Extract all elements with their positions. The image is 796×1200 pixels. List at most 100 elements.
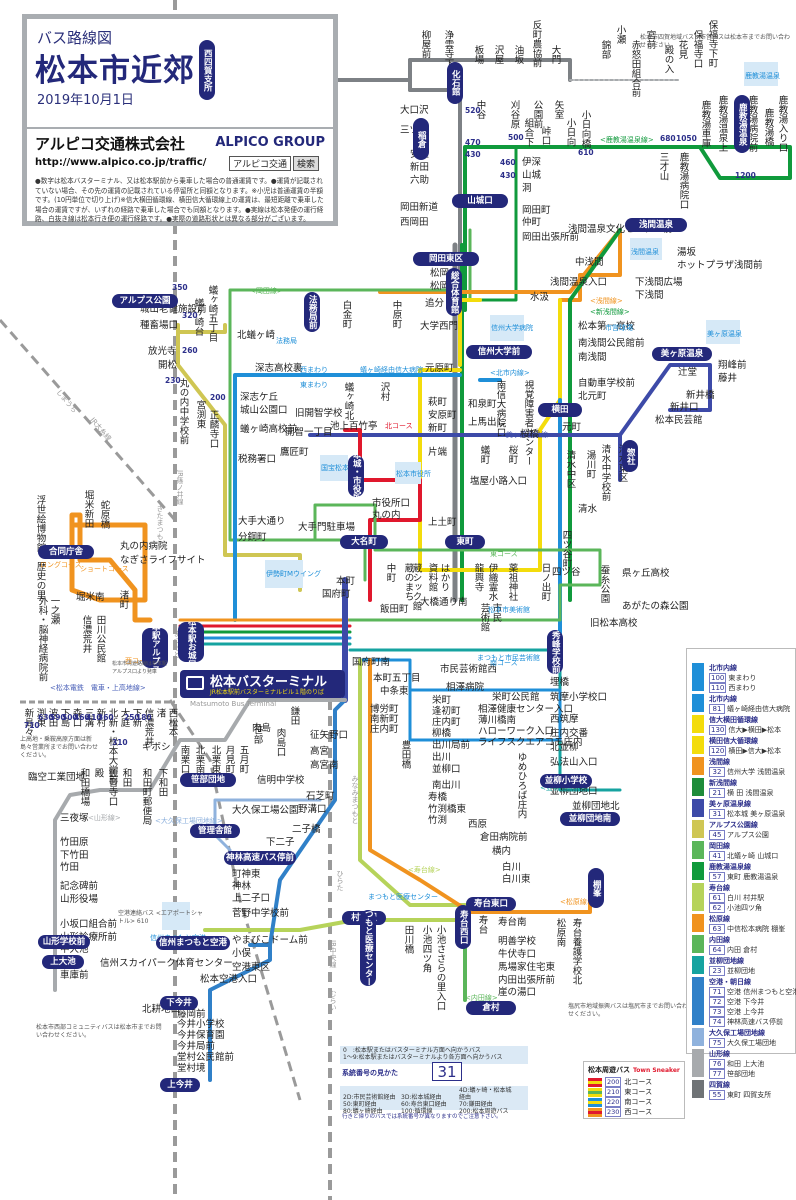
rail-label: みなみまつもと xyxy=(351,775,359,824)
stop-label: 外科・脳神経病院前 xyxy=(37,595,49,682)
stop-label: 岡田出張所前 xyxy=(522,231,579,243)
line-inakura xyxy=(474,145,518,302)
stop-label: 豊田橋 xyxy=(400,739,412,769)
line-higashi-course xyxy=(313,503,602,622)
route-number: 71 xyxy=(709,987,725,997)
course-name: 南コース xyxy=(624,1098,653,1106)
stop-label: 本町五丁目 xyxy=(373,672,421,684)
stop-label: 安原町 xyxy=(428,409,457,421)
stop-label: 蚕糸公園 xyxy=(599,565,611,604)
stop-label: 西筑摩 xyxy=(550,713,579,725)
landmark-label: 浅間温泉 xyxy=(631,247,659,256)
stop-label: 下浅間広場 xyxy=(635,276,683,288)
map-title: 松本市近郊 xyxy=(35,53,195,89)
stop-label: 組合下 xyxy=(523,117,535,147)
route-number: 45 xyxy=(709,830,725,840)
line-alps-2 xyxy=(176,323,227,334)
station-label: 下新 xyxy=(131,708,143,728)
legend-line-name: 松原線 xyxy=(709,915,730,923)
legend-line-name: 四賀線 xyxy=(709,1081,730,1089)
fare-label: 710 xyxy=(24,721,40,730)
route-number: 130 xyxy=(709,725,727,735)
stop-label: 市役所口 xyxy=(372,497,410,509)
route-destination: 横田▶信大▶松本 xyxy=(728,747,782,755)
fare-label: 200 xyxy=(210,393,226,402)
terminal-badge: 山城口 xyxy=(452,194,508,208)
website-link[interactable]: http://www.alpico.co.jp/traffic/ xyxy=(35,157,207,168)
stop-label: 池上百竹亭 xyxy=(330,420,378,432)
legend-color-swatch xyxy=(692,956,704,974)
stop-label: ライフスクエアコモ庄内 xyxy=(478,736,583,748)
stop-label: 下竹田 xyxy=(60,849,89,861)
fare-label: 360 xyxy=(98,713,114,722)
route-code: 100:循環線 xyxy=(401,1108,433,1115)
terminal-badge: 秀峰学校前 xyxy=(547,630,563,674)
stop-label: ゆめひろば庄内 xyxy=(516,752,528,819)
onsen-icon xyxy=(630,238,662,260)
stop-label: 鹿教湯温泉上 xyxy=(717,94,729,152)
station-label: 信濃荒井 xyxy=(143,707,155,747)
stop-label: 並柳団地口 xyxy=(550,785,598,797)
legend-line-name: アルプス公園線 xyxy=(709,821,758,829)
stop-label: 小坂口組合前 xyxy=(60,918,117,930)
stop-label: 蔵のまち xyxy=(403,562,415,601)
stop-label: 相澤病院 xyxy=(446,681,485,693)
guide-example-number: 31 xyxy=(432,1062,462,1081)
stop-label: 大学西門 xyxy=(420,320,458,332)
stop-label: 小池ささらの里入口 xyxy=(435,925,447,1011)
line-label-matsubara: <松原線> xyxy=(560,897,593,906)
stop-label: 白川東 xyxy=(502,873,531,885)
rail-label: きたまつもと xyxy=(156,505,164,547)
fare-label: 430 xyxy=(465,150,481,159)
terminal-badge: 東町 xyxy=(445,535,485,549)
stop-label: 倉田病院前 xyxy=(480,831,528,843)
line-label-nishi-mawari: 西まわり xyxy=(300,366,328,374)
legend-color-swatch xyxy=(692,778,704,796)
stop-label: 内田出張所前 xyxy=(498,974,555,986)
stop-label: 放光寺 xyxy=(148,345,177,357)
terminal-badge: 棚峯 xyxy=(588,868,604,908)
stop-label: 相澤健康センター入口 xyxy=(478,703,573,715)
stop-label: 元町 xyxy=(562,422,582,433)
stop-label: 柳橋 xyxy=(432,727,452,739)
route-destination: 松本城 美ヶ原温泉 xyxy=(727,810,786,818)
stop-label: 旧開智学校 xyxy=(295,407,343,419)
stop-label: 開松 xyxy=(158,359,178,371)
search-box: アルピコ交通 xyxy=(229,156,291,171)
stop-label: 市民芸術館西 xyxy=(440,663,497,675)
station-label: 三溝 xyxy=(83,708,95,728)
stop-label: 中原町 xyxy=(391,299,403,328)
line-label-higashi-mawari: 東まわり xyxy=(300,380,328,389)
course-number: 210 xyxy=(605,1087,622,1097)
stop-label: 湯川町 xyxy=(585,449,597,478)
fare-label: 430 xyxy=(500,171,516,180)
route-number: 62 xyxy=(709,903,725,913)
onsen-icon xyxy=(706,320,740,344)
title-panel: バス路線図 松本市近郊 2019年10月1日 アルピコ交通株式会社 ALPICO… xyxy=(22,14,338,226)
note-kamikochi: 上高地・乗鞍高原方面は新島々営業所までお問い合わせください。 xyxy=(20,736,99,759)
stop-label: 庄内町 xyxy=(432,716,461,728)
stop-label: 清水中区 xyxy=(565,449,577,488)
castle-icon xyxy=(320,455,348,481)
route-number: 110 xyxy=(709,683,727,693)
terminal-romaji: Matsumoto Bus Terminal xyxy=(190,700,277,708)
fare-label: 230 xyxy=(165,376,181,385)
stop-label: なぎさライフサイト xyxy=(120,554,206,566)
stop-label: 渚町 xyxy=(118,590,130,609)
line-okada-loop xyxy=(228,288,457,582)
stop-label: 小日向橋 xyxy=(580,110,592,149)
landmark-label: 伊勢町Mウイング xyxy=(266,569,321,578)
line-matsubara xyxy=(368,658,592,914)
route-destination: 神林高速バス停前 xyxy=(727,1018,783,1026)
